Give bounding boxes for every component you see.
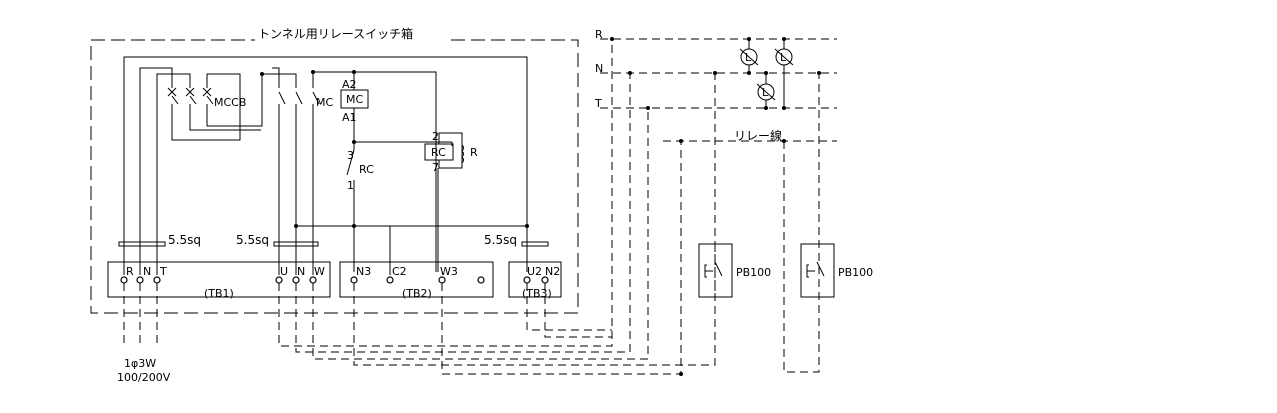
sq1-label: 5.5sq — [168, 233, 201, 247]
lamp-1-label: L — [745, 51, 752, 64]
tb2-label: (TB2) — [402, 287, 432, 300]
rc-contact-label: RC — [359, 163, 374, 176]
bus-dots — [610, 37, 821, 376]
bus-t-label: T — [594, 97, 602, 110]
lamp-2-label: L — [780, 51, 787, 64]
relay-line-label: リレー線 — [734, 128, 782, 143]
terminals — [120, 276, 549, 284]
t-r: R — [126, 265, 134, 278]
lamp-3-label: L — [762, 86, 769, 99]
pin3-label: 3 — [347, 149, 354, 162]
box-title: トンネル用リレースイッチ箱 — [258, 26, 413, 41]
t-n: N — [143, 265, 151, 278]
lamps — [739, 39, 794, 108]
t-t: T — [159, 265, 167, 278]
mc-coil-label: MC — [346, 93, 363, 106]
r-label: R — [470, 146, 478, 159]
bus-n-label: N — [595, 62, 603, 75]
t-n2b: N2 — [545, 265, 560, 278]
t-w: W — [314, 265, 325, 278]
pb1-box — [698, 243, 733, 298]
pb2-box — [800, 243, 835, 298]
pb1-label: PB100 — [736, 266, 771, 279]
a1-label: A1 — [342, 111, 357, 124]
junction-dots — [260, 70, 529, 228]
bus-bars — [118, 241, 549, 247]
supply-leads — [123, 283, 158, 345]
pin2-label: 2 — [432, 130, 439, 143]
t-u2: U2 — [527, 265, 542, 278]
t-c2: C2 — [392, 265, 407, 278]
pin1-label: 1 — [347, 179, 354, 192]
supply-label-1: 1φ3W — [124, 357, 156, 370]
tb1-label: (TB1) — [204, 287, 234, 300]
supply-label-2: 100/200V — [117, 371, 171, 384]
mccb-contacts — [167, 87, 214, 105]
pin7-label: 7 — [432, 161, 439, 174]
pb-contacts — [704, 261, 825, 278]
tb2-block — [339, 261, 494, 298]
rc-coil-label: RC — [431, 146, 446, 159]
external-wiring — [278, 38, 837, 375]
tb1-block — [107, 261, 331, 298]
bus-r-label: R — [595, 28, 603, 41]
mc-label: MC — [316, 96, 333, 109]
pb2-label: PB100 — [838, 266, 873, 279]
t-w3: W3 — [440, 265, 458, 278]
t-n3: N3 — [356, 265, 371, 278]
t-n2: N — [297, 265, 305, 278]
mccb-label: MCCB — [214, 96, 246, 109]
mc-contacts — [278, 91, 320, 105]
t-u: U — [280, 265, 288, 278]
a2-label: A2 — [342, 78, 357, 91]
tb3-block — [508, 261, 562, 298]
sq2-label: 5.5sq — [236, 233, 269, 247]
tb3-label: (TB3) — [522, 287, 552, 300]
sq3-label: 5.5sq — [484, 233, 517, 247]
